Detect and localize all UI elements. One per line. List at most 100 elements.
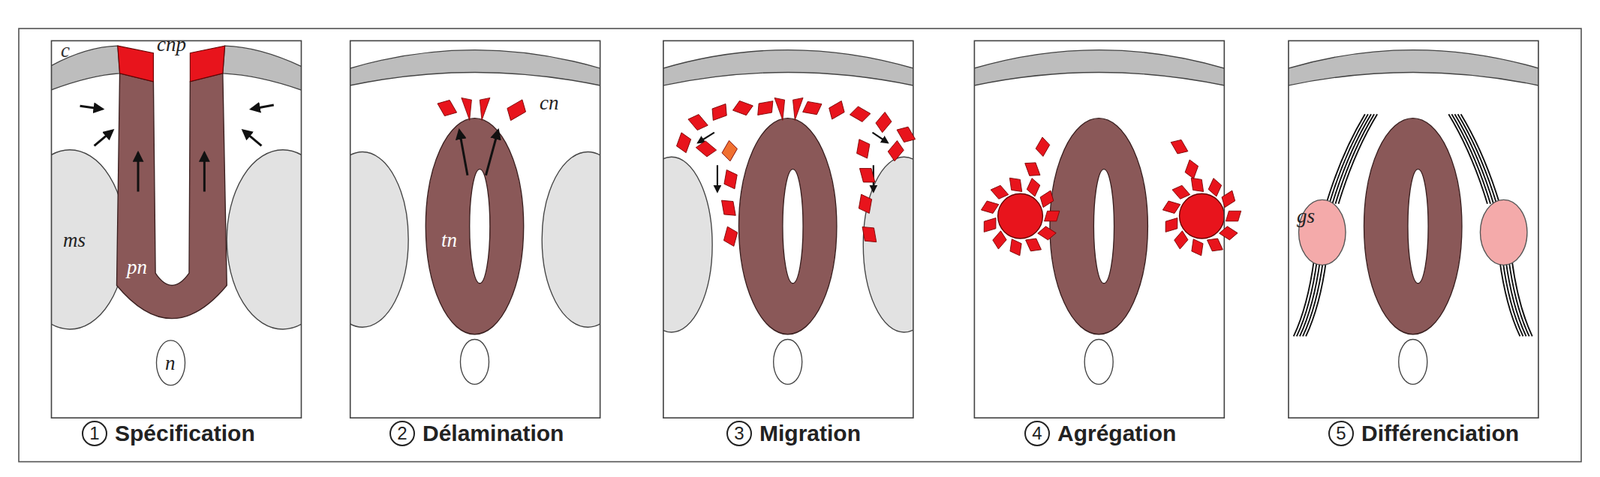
nerve-fiber	[1299, 260, 1321, 337]
mesoderm	[226, 150, 301, 330]
notochord	[156, 340, 185, 386]
crest-cell	[479, 97, 491, 121]
crest-cell	[1162, 200, 1180, 215]
crest-cell	[723, 170, 738, 190]
step-number: 1	[81, 421, 108, 447]
nerve-fiber	[1502, 260, 1523, 337]
crest-cell	[732, 99, 753, 117]
crest-cell	[1034, 137, 1052, 157]
crest-cell	[1172, 183, 1191, 202]
crest-cell	[1184, 159, 1200, 179]
step-number: 4	[1024, 421, 1050, 447]
crest-cell	[1009, 239, 1022, 256]
crest-cell	[858, 194, 873, 214]
crest-cell	[1225, 210, 1241, 222]
crest-cell	[721, 198, 737, 218]
crest-cell	[873, 111, 894, 133]
crest-cell	[688, 111, 708, 133]
step-caption: 1Spécification	[81, 421, 256, 447]
crest-cell	[896, 124, 915, 145]
mesoderm	[541, 151, 600, 328]
step-number: 2	[389, 421, 416, 447]
ganglion-aggregate	[998, 193, 1044, 239]
panel-specification	[51, 45, 302, 386]
panel-frame	[663, 40, 914, 419]
neural-canal	[1407, 169, 1429, 284]
crest-cell	[1170, 137, 1188, 157]
crest-cell	[720, 140, 739, 161]
step-caption: 4 Agrégation	[1024, 421, 1176, 447]
ectoderm	[222, 45, 302, 94]
neural-crest-cells	[437, 97, 1242, 256]
spinal-ganglion	[1479, 199, 1528, 265]
crest-cell	[1219, 225, 1238, 242]
crest-cell	[1025, 178, 1042, 197]
structure-abbrev: pn	[126, 257, 148, 278]
crest-cell	[1043, 210, 1059, 222]
part-label: cnp	[156, 34, 187, 55]
crest-cell	[675, 132, 692, 154]
part-label: cn	[539, 93, 559, 114]
step-number: 5	[1328, 421, 1354, 447]
panel-frame	[1288, 40, 1539, 419]
neural-canal	[1093, 169, 1114, 284]
mesoderm	[863, 156, 914, 333]
notochord	[1398, 339, 1428, 385]
crest-cell	[774, 97, 785, 121]
crest-cell	[856, 139, 871, 159]
crest-cell	[792, 97, 804, 121]
neural-tube	[1364, 118, 1462, 335]
neural-plate	[116, 73, 227, 319]
crest-cell	[1207, 178, 1224, 197]
nerve-fiber	[1302, 260, 1324, 337]
step-caption: 3Migration	[726, 421, 861, 447]
structure-abbrev: n	[165, 353, 176, 374]
panel-frame	[51, 40, 302, 419]
step-title: Agrégation	[1057, 422, 1176, 446]
crest-cell	[1190, 176, 1204, 193]
neural-tube	[1049, 118, 1148, 335]
crest-cell	[755, 101, 775, 116]
structure-label: n	[165, 353, 176, 374]
crest-cell	[1162, 218, 1180, 233]
crest-cell	[1037, 190, 1056, 208]
notochord	[1084, 339, 1113, 385]
panel-frame	[974, 40, 1225, 419]
part-label: c	[60, 40, 70, 61]
ectoderm	[1288, 50, 1539, 88]
crest-cell	[1207, 235, 1224, 254]
structure-abbrev: tn	[441, 230, 458, 251]
crest-cell	[695, 138, 716, 159]
step-title: Différenciation	[1361, 422, 1519, 446]
crest-cell	[1172, 231, 1191, 250]
crest-cell	[709, 104, 730, 121]
panel-differentiation	[1288, 50, 1539, 385]
crest-cell	[1037, 225, 1056, 242]
panel-delamination	[350, 50, 601, 385]
nerve-fiber	[1296, 260, 1318, 337]
crest-cell	[504, 99, 529, 121]
crest-cell	[1190, 239, 1204, 256]
mesoderm	[350, 151, 409, 328]
crest-cell	[980, 200, 999, 215]
ectoderm	[350, 50, 601, 88]
panel-aggregation	[974, 50, 1225, 385]
notochord	[460, 339, 489, 385]
structure-abbrev: gs	[1296, 206, 1315, 227]
structure-abbrev: ms	[63, 230, 86, 251]
movement-arrows	[80, 105, 274, 193]
structure-label: tn	[441, 230, 458, 251]
ectoderm	[663, 50, 914, 88]
mesoderm	[663, 156, 713, 333]
neural-canal	[469, 169, 491, 284]
ectoderm	[974, 50, 1225, 88]
crest-cell	[990, 231, 1009, 250]
neural-tube	[738, 118, 837, 335]
step-caption: 5 Différenciation	[1328, 421, 1519, 447]
neural-canal	[782, 169, 804, 284]
outer-frame	[18, 28, 1582, 463]
crest-cell	[722, 226, 738, 247]
crest-cell	[1025, 159, 1041, 179]
nerve-fibers	[1293, 114, 1533, 337]
